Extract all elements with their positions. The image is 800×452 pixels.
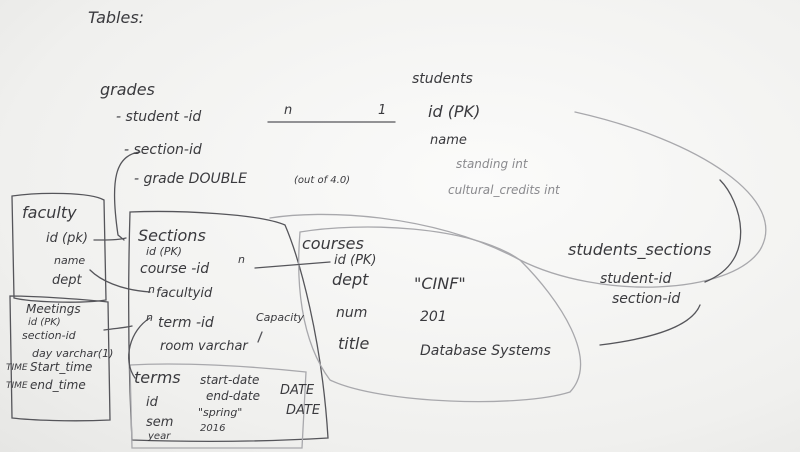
- sections-faculty-link: [89, 269, 151, 293]
- meetings-type: TIME: [6, 381, 28, 391]
- courses-heading: courses: [302, 234, 364, 253]
- meetings-sections-link: [103, 325, 133, 331]
- students-field: id (PK): [428, 102, 481, 121]
- courses-field: dept: [332, 270, 369, 289]
- students-sections-loop: [269, 111, 767, 288]
- terms-field: sem: [146, 415, 174, 430]
- sections-field: term -id: [158, 315, 214, 331]
- terms-extra: end-date: [206, 389, 260, 403]
- meetings-field: section-id: [22, 329, 76, 342]
- faculty-heading: faculty: [22, 203, 77, 222]
- meetings-field: end_time: [30, 378, 86, 392]
- meetings-type: TIME: [6, 363, 28, 373]
- terms-extra: "spring": [198, 406, 243, 419]
- capacity-note: Capacity: [256, 311, 305, 324]
- sections-card: n: [148, 283, 155, 296]
- courses-field: num: [336, 305, 368, 321]
- students-field: name: [430, 133, 467, 148]
- courses-value: 201: [420, 309, 447, 325]
- grades-field: - grade DOUBLE: [134, 171, 247, 187]
- meetings-box: [9, 295, 111, 422]
- grades-card-one: 1: [378, 103, 387, 118]
- sections-terms-link: [128, 317, 151, 379]
- terms-extra: start-date: [200, 373, 260, 387]
- sections-heading: Sections: [138, 226, 206, 245]
- terms-field: id: [146, 395, 158, 410]
- faculty-box: [11, 192, 107, 303]
- grades-field: - student -id: [116, 109, 202, 125]
- grades-field: - section-id: [124, 142, 202, 158]
- sections-field: room varchar: [160, 339, 248, 354]
- ss-students-link: [704, 179, 742, 283]
- terms-heading: terms: [134, 368, 181, 387]
- grades-note: (out of 4.0): [294, 175, 351, 186]
- capacity-pointer: [257, 331, 263, 343]
- terms-field: year: [148, 431, 171, 442]
- meetings-heading: Meetings: [26, 302, 81, 316]
- grades-sections-link: [113, 151, 141, 241]
- students-sections-heading: students_sections: [568, 240, 712, 259]
- meetings-field: day varchar(1): [32, 347, 114, 360]
- ss-sections-link: [599, 304, 701, 346]
- terms-box: [129, 363, 307, 449]
- sections-field: course -id: [140, 261, 210, 277]
- courses-value: "CINF": [414, 274, 466, 293]
- terms-extra: DATE: [280, 383, 315, 398]
- grades-card-many: n: [284, 103, 293, 118]
- courses-field: id (PK): [334, 253, 377, 268]
- faculty-field: name: [54, 254, 86, 267]
- board-title: Tables:: [88, 8, 145, 27]
- terms-extra: DATE: [286, 403, 321, 418]
- sections-card: n: [146, 311, 153, 324]
- students-sections-field: section-id: [612, 291, 681, 307]
- courses-oval: [298, 226, 581, 403]
- grades-heading: grades: [100, 80, 155, 99]
- students-heading: students: [412, 71, 473, 87]
- meetings-field: Start_time: [30, 360, 93, 374]
- sections-field: facultyid: [156, 286, 213, 301]
- courses-value: Database Systems: [420, 343, 551, 359]
- students-sections-field: student-id: [600, 271, 672, 287]
- faculty-field: id (pk): [46, 231, 88, 246]
- faculty-sections-link: [93, 237, 127, 241]
- faculty-field: dept: [52, 273, 82, 288]
- students-field: standing int: [456, 157, 528, 171]
- course-courses-link: [254, 261, 331, 269]
- terms-extra: 2016: [200, 423, 226, 434]
- sections-card: n: [238, 253, 245, 266]
- courses-field: title: [338, 334, 370, 353]
- meetings-field: id (PK): [28, 317, 61, 328]
- sections-field: id (PK): [146, 245, 182, 258]
- students-field: cultural_credits int: [448, 183, 560, 197]
